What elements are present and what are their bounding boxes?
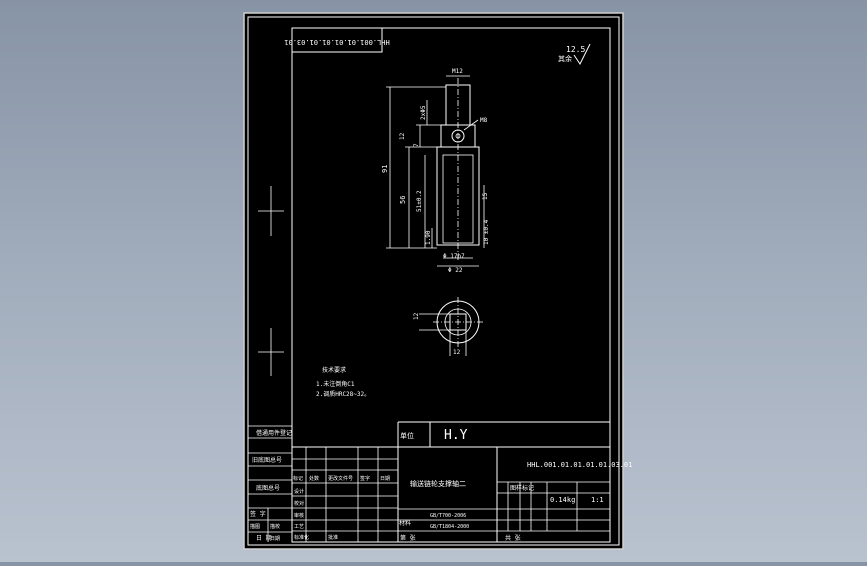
roughness-value: 12.5 <box>566 45 585 54</box>
design-label: 设计 <box>294 488 304 495</box>
tech-req-line-2: 2.调质HRC28~32。 <box>316 390 370 398</box>
row-label-count: 处数 <box>309 475 319 482</box>
standard-2: GB/T1804-2000 <box>430 524 469 530</box>
trace-label: 描图 <box>250 523 260 530</box>
code-box <box>291 27 383 53</box>
dim-56: 56 <box>399 196 407 204</box>
row-label-date: 日期 <box>380 476 390 482</box>
standardize-label: 标准化 <box>294 534 309 541</box>
trace-date-label: 日期 <box>270 536 280 542</box>
dim-7: 7 <box>413 143 420 147</box>
sheet-outer-border <box>247 16 620 546</box>
dim-phi17: Φ 17h7 <box>443 253 465 260</box>
review-label: 审核 <box>294 512 304 519</box>
dimension-lines <box>386 75 485 267</box>
title-block <box>248 421 610 542</box>
part-name: 输送链轮支撑轴二 <box>410 479 466 488</box>
check-label: 校对 <box>294 500 304 507</box>
approve-label: 批准 <box>328 534 338 541</box>
dim-m8: M8 <box>480 117 488 124</box>
rotated-code: HHL.001.01.01.01.01.03.01 <box>284 38 389 46</box>
drawing-code: HHL.001.01.01.01.01.03.01 <box>527 461 632 469</box>
mark-sign: 签 字 <box>250 510 266 518</box>
trace-check-label: 描校 <box>270 523 280 530</box>
crosshair-icon <box>258 328 284 376</box>
sheet-inner-frame <box>291 27 611 543</box>
dim-91: 91 <box>381 165 389 173</box>
company-name: H.Y <box>444 428 468 443</box>
mark-date: 日 期 <box>256 534 272 542</box>
roughness-icon <box>573 43 591 65</box>
dim-phi22: Φ 22 <box>448 267 463 274</box>
row-label-change: 更改文件号 <box>328 475 353 482</box>
roughness-label: 其余 <box>558 54 572 63</box>
dim-1-90: 1.90 <box>425 230 432 245</box>
tech-req-line-1: 1.未注倒角C1 <box>316 380 355 388</box>
dim-sq12-b: 12 <box>453 349 461 356</box>
material-prefix: 材料 <box>399 519 411 527</box>
row-label-mark: 标记 <box>293 475 303 482</box>
standard-1: GB/T700-2006 <box>430 513 466 519</box>
crosshair-icon <box>258 186 284 236</box>
sheet-label: 共 张 <box>505 534 521 542</box>
dim-10: 10 ±0.4 <box>483 219 490 245</box>
sheet-of: 第 张 <box>400 534 416 542</box>
company-label: 单位 <box>400 431 414 440</box>
mark-left-mid: 旧底图总号 <box>252 456 282 464</box>
material-label: 图样标记 <box>510 484 534 492</box>
part-front-view <box>436 78 480 262</box>
mass-value: 0.14kg <box>550 496 575 504</box>
dim-51: 51±0.2 <box>416 190 423 212</box>
mark-left-low: 底图总号 <box>256 484 280 492</box>
process-label: 工艺 <box>294 524 304 530</box>
dim-12: 12 <box>399 132 406 140</box>
scale-value: 1:1 <box>591 496 604 504</box>
drawing-sheet <box>243 12 624 550</box>
dim-15: 15 <box>482 192 489 200</box>
row-label-sign: 签字 <box>360 475 370 482</box>
dim-sq12-a: 12 <box>413 312 420 320</box>
dim-2xphi5: 2xΦ5 <box>420 105 427 120</box>
part-section-view <box>419 297 483 356</box>
tech-req-title: 技术要求 <box>322 366 346 374</box>
mark-left-top: 借通用件登记 <box>256 429 292 437</box>
dim-m12: M12 <box>452 68 463 75</box>
